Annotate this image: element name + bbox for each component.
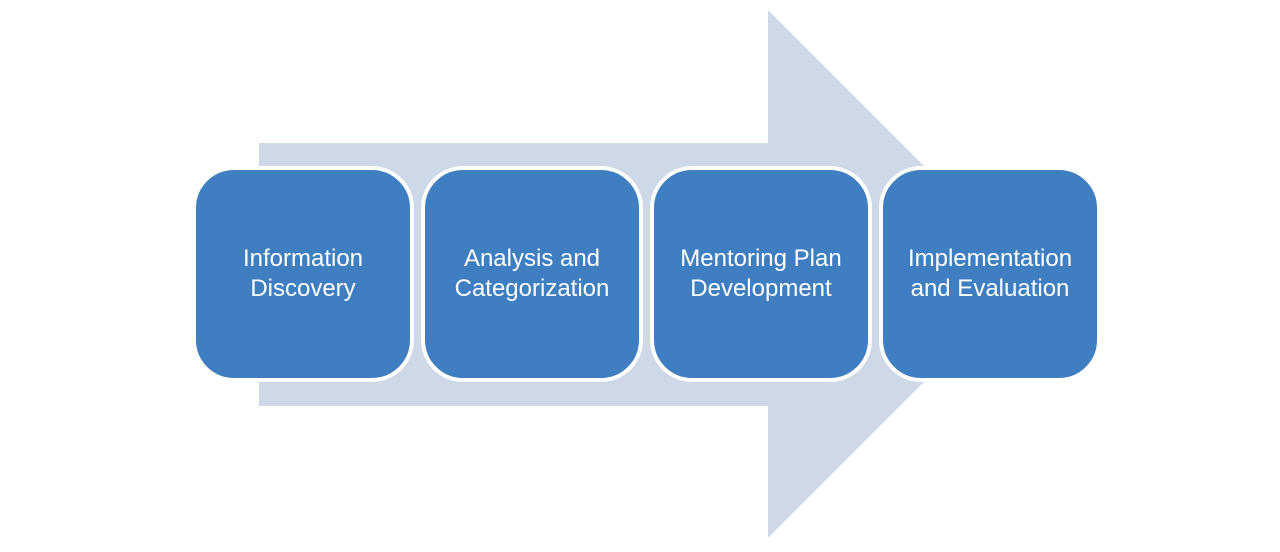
step-label: Implementation and Evaluation	[907, 245, 1073, 302]
step-implementation-evaluation: Implementation and Evaluation	[879, 166, 1101, 382]
step-information-discovery: Information Discovery	[192, 166, 414, 382]
step-mentoring-plan-development: Mentoring Plan Development	[650, 166, 872, 382]
step-label: Mentoring Plan Development	[680, 245, 842, 302]
step-label: Analysis and Categorization	[454, 245, 610, 302]
step-analysis-categorization: Analysis and Categorization	[421, 166, 643, 382]
right-arrow-shape	[259, 10, 1032, 538]
step-label: Information Discovery	[242, 245, 364, 302]
